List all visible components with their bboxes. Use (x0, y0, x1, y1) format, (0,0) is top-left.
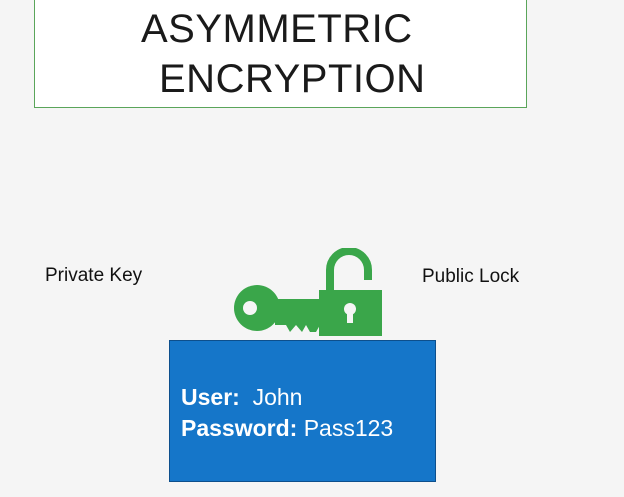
public-lock-label: Public Lock (422, 266, 520, 287)
password-row: Password: Pass123 (181, 415, 393, 442)
user-label: User: (181, 384, 240, 410)
credentials-box: User: John Password: Pass123 (169, 340, 436, 482)
user-row: User: John (181, 384, 302, 411)
user-value: John (252, 384, 303, 410)
title-line-1: ASYMMETRIC (141, 7, 413, 51)
key-icon (234, 285, 330, 332)
padlock-open-icon (319, 248, 382, 336)
title-box: ASYMMETRIC ENCRYPTION (34, 0, 527, 108)
key-and-lock-graphic (230, 248, 390, 338)
password-value: Pass123 (303, 415, 394, 441)
private-key-label: Private Key (45, 265, 143, 286)
title-line-2: ENCRYPTION (159, 57, 426, 101)
password-label: Password: (181, 415, 298, 441)
